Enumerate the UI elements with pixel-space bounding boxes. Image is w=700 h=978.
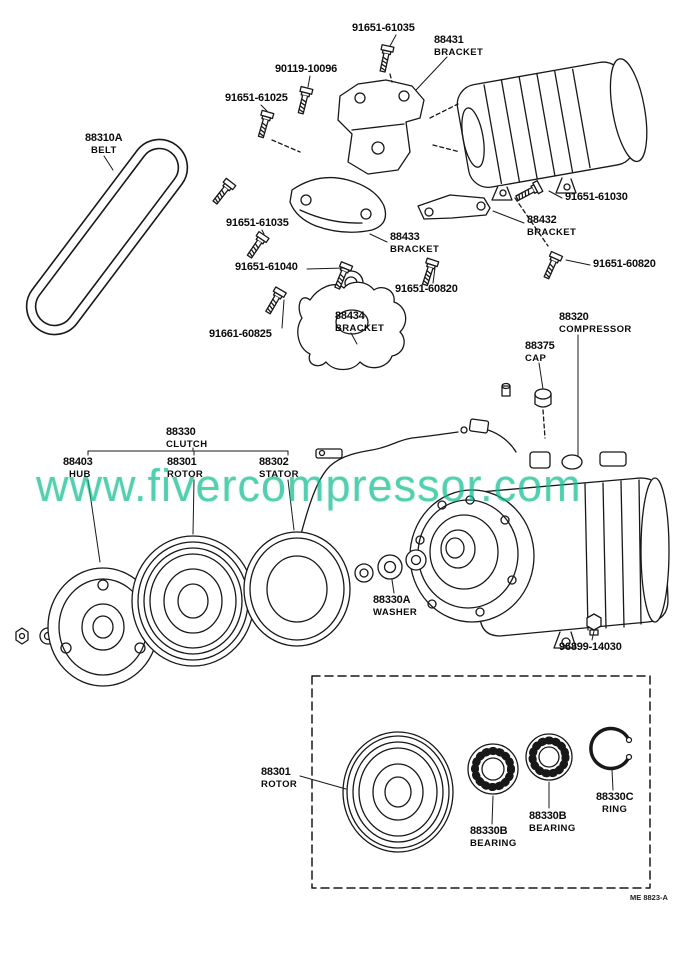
- part-label-ring-88330c: 88330C RING: [596, 791, 634, 816]
- part-number: 91651-61025: [225, 92, 288, 104]
- nut-96899-drawing: [586, 613, 602, 636]
- wire-harness-drawing: [299, 418, 517, 539]
- part-label-rotor-88301-upper: 88301 ROTOR: [167, 456, 204, 481]
- part-number: 91651-61035: [352, 22, 415, 34]
- part-name: HUB: [69, 469, 91, 480]
- part-number: 88320: [559, 311, 589, 323]
- part-name: RING: [602, 804, 628, 815]
- part-name: CAP: [525, 353, 547, 364]
- part-number: 90119-10096: [275, 63, 338, 75]
- part-label-hub-88403: 88403 HUB: [63, 456, 93, 481]
- bracket-88432-drawing: [417, 194, 491, 220]
- part-name: STATOR: [259, 469, 299, 480]
- part-label-belt-88310a: 88310A BELT: [85, 132, 123, 157]
- part-label-bracket-88433: 88433 BRACKET: [390, 231, 440, 256]
- hub-88403-drawing: [15, 567, 159, 687]
- washer-88330a-drawing: [354, 549, 427, 583]
- part-number: 88301: [167, 456, 197, 468]
- leader-lines: [87, 34, 614, 825]
- part-label-bearing-88330b-right: 88330B BEARING: [529, 810, 576, 835]
- part-label-cap-88375: 88375 CAP: [525, 340, 555, 365]
- part-name: BRACKET: [527, 227, 577, 238]
- part-number: 91661-60825: [209, 328, 272, 340]
- stator-drawing: [243, 531, 351, 647]
- part-name: ROTOR: [261, 779, 298, 790]
- part-number: 88432: [527, 214, 557, 226]
- part-label-bolt-91651-61025: 91651-61025: [225, 93, 288, 104]
- part-number: 88330A: [373, 594, 411, 606]
- rotor-upper-drawing: [131, 535, 255, 667]
- part-label-bolt-90119-10096: 90119-10096: [275, 64, 337, 75]
- part-name: BRACKET: [434, 47, 484, 58]
- compressor-top-drawing: [429, 58, 648, 247]
- part-label-bearing-88330b-left: 88330B BEARING: [470, 825, 517, 850]
- belt-drawing: [25, 138, 189, 336]
- part-label-bracket-88432: 88432 BRACKET: [527, 214, 577, 239]
- bracket-88433-drawing: [289, 176, 387, 233]
- part-name: BEARING: [470, 838, 517, 849]
- part-number: 88431: [434, 34, 464, 46]
- part-number: 88330B: [470, 825, 508, 837]
- part-label-stator-88302: 88302 STATOR: [259, 456, 299, 481]
- part-label-bolt-91651-60820-mid: 91651-60820: [395, 284, 458, 295]
- part-number: 88330C: [596, 791, 634, 803]
- part-label-compressor-88320: 88320 COMPRESSOR: [559, 311, 632, 336]
- part-number: 88302: [259, 456, 289, 468]
- rotor-lower-drawing: [342, 731, 454, 853]
- bearing-left-drawing: [467, 743, 519, 795]
- compressor-main-drawing: [409, 451, 670, 649]
- kit-box-drawing: [311, 675, 651, 889]
- part-name: BRACKET: [390, 244, 440, 255]
- part-label-bolt-91651-61035-top: 91651-61035: [352, 23, 415, 34]
- part-number: 88330: [166, 426, 196, 438]
- part-number: 88310A: [85, 132, 123, 144]
- part-label-bolt-91651-61040: 91651-61040: [235, 262, 298, 273]
- part-label-nut-96899-14030: 96899-14030: [559, 642, 622, 653]
- part-label-clutch-88330: 88330 CLUTCH: [166, 426, 208, 451]
- part-number: 88434: [335, 310, 365, 322]
- bracket-88431-drawing: [271, 73, 425, 175]
- part-number: 91651-61035: [226, 217, 289, 229]
- part-label-bolt-91651-61035-mid: 91651-61035: [226, 218, 289, 229]
- part-number: 91651-60820: [593, 258, 656, 270]
- part-number: 96899-14030: [559, 641, 622, 653]
- part-label-rotor-88301-lower: 88301 ROTOR: [261, 766, 298, 791]
- part-name: COMPRESSOR: [559, 324, 632, 335]
- part-label-washer-88330a: 88330A WASHER: [373, 594, 418, 619]
- part-name: WASHER: [373, 607, 418, 618]
- part-number: 88375: [525, 340, 555, 352]
- part-label-bracket-88431: 88431 BRACKET: [434, 34, 484, 59]
- part-number: 88403: [63, 456, 93, 468]
- part-number: 91651-61030: [565, 191, 628, 203]
- part-name: BRACKET: [335, 323, 385, 334]
- part-name: BEARING: [529, 823, 576, 834]
- watermark-text: www.fivercompressor.com: [36, 460, 582, 511]
- part-number: 88330B: [529, 810, 567, 822]
- part-number: 88433: [390, 231, 420, 243]
- part-name: ROTOR: [167, 469, 204, 480]
- cap-88375-drawing: [501, 382, 552, 439]
- part-name: BELT: [91, 145, 117, 156]
- part-name: CLUTCH: [166, 439, 208, 450]
- part-number: 88301: [261, 766, 291, 778]
- part-label-bolt-91661-60825: 91661-60825: [209, 329, 272, 340]
- part-label-bolt-91651-61030: 91651-61030: [565, 192, 628, 203]
- snap-ring-drawing: [589, 726, 633, 771]
- part-label-bolt-91651-60820-right: 91651-60820: [593, 259, 656, 270]
- part-number: 91651-60820: [395, 283, 458, 295]
- document-code: ME 8823-A: [630, 893, 668, 902]
- part-label-bracket-88434: 88434 BRACKET: [335, 310, 385, 335]
- bearing-right-drawing: [525, 733, 573, 781]
- part-number: 91651-61040: [235, 261, 298, 273]
